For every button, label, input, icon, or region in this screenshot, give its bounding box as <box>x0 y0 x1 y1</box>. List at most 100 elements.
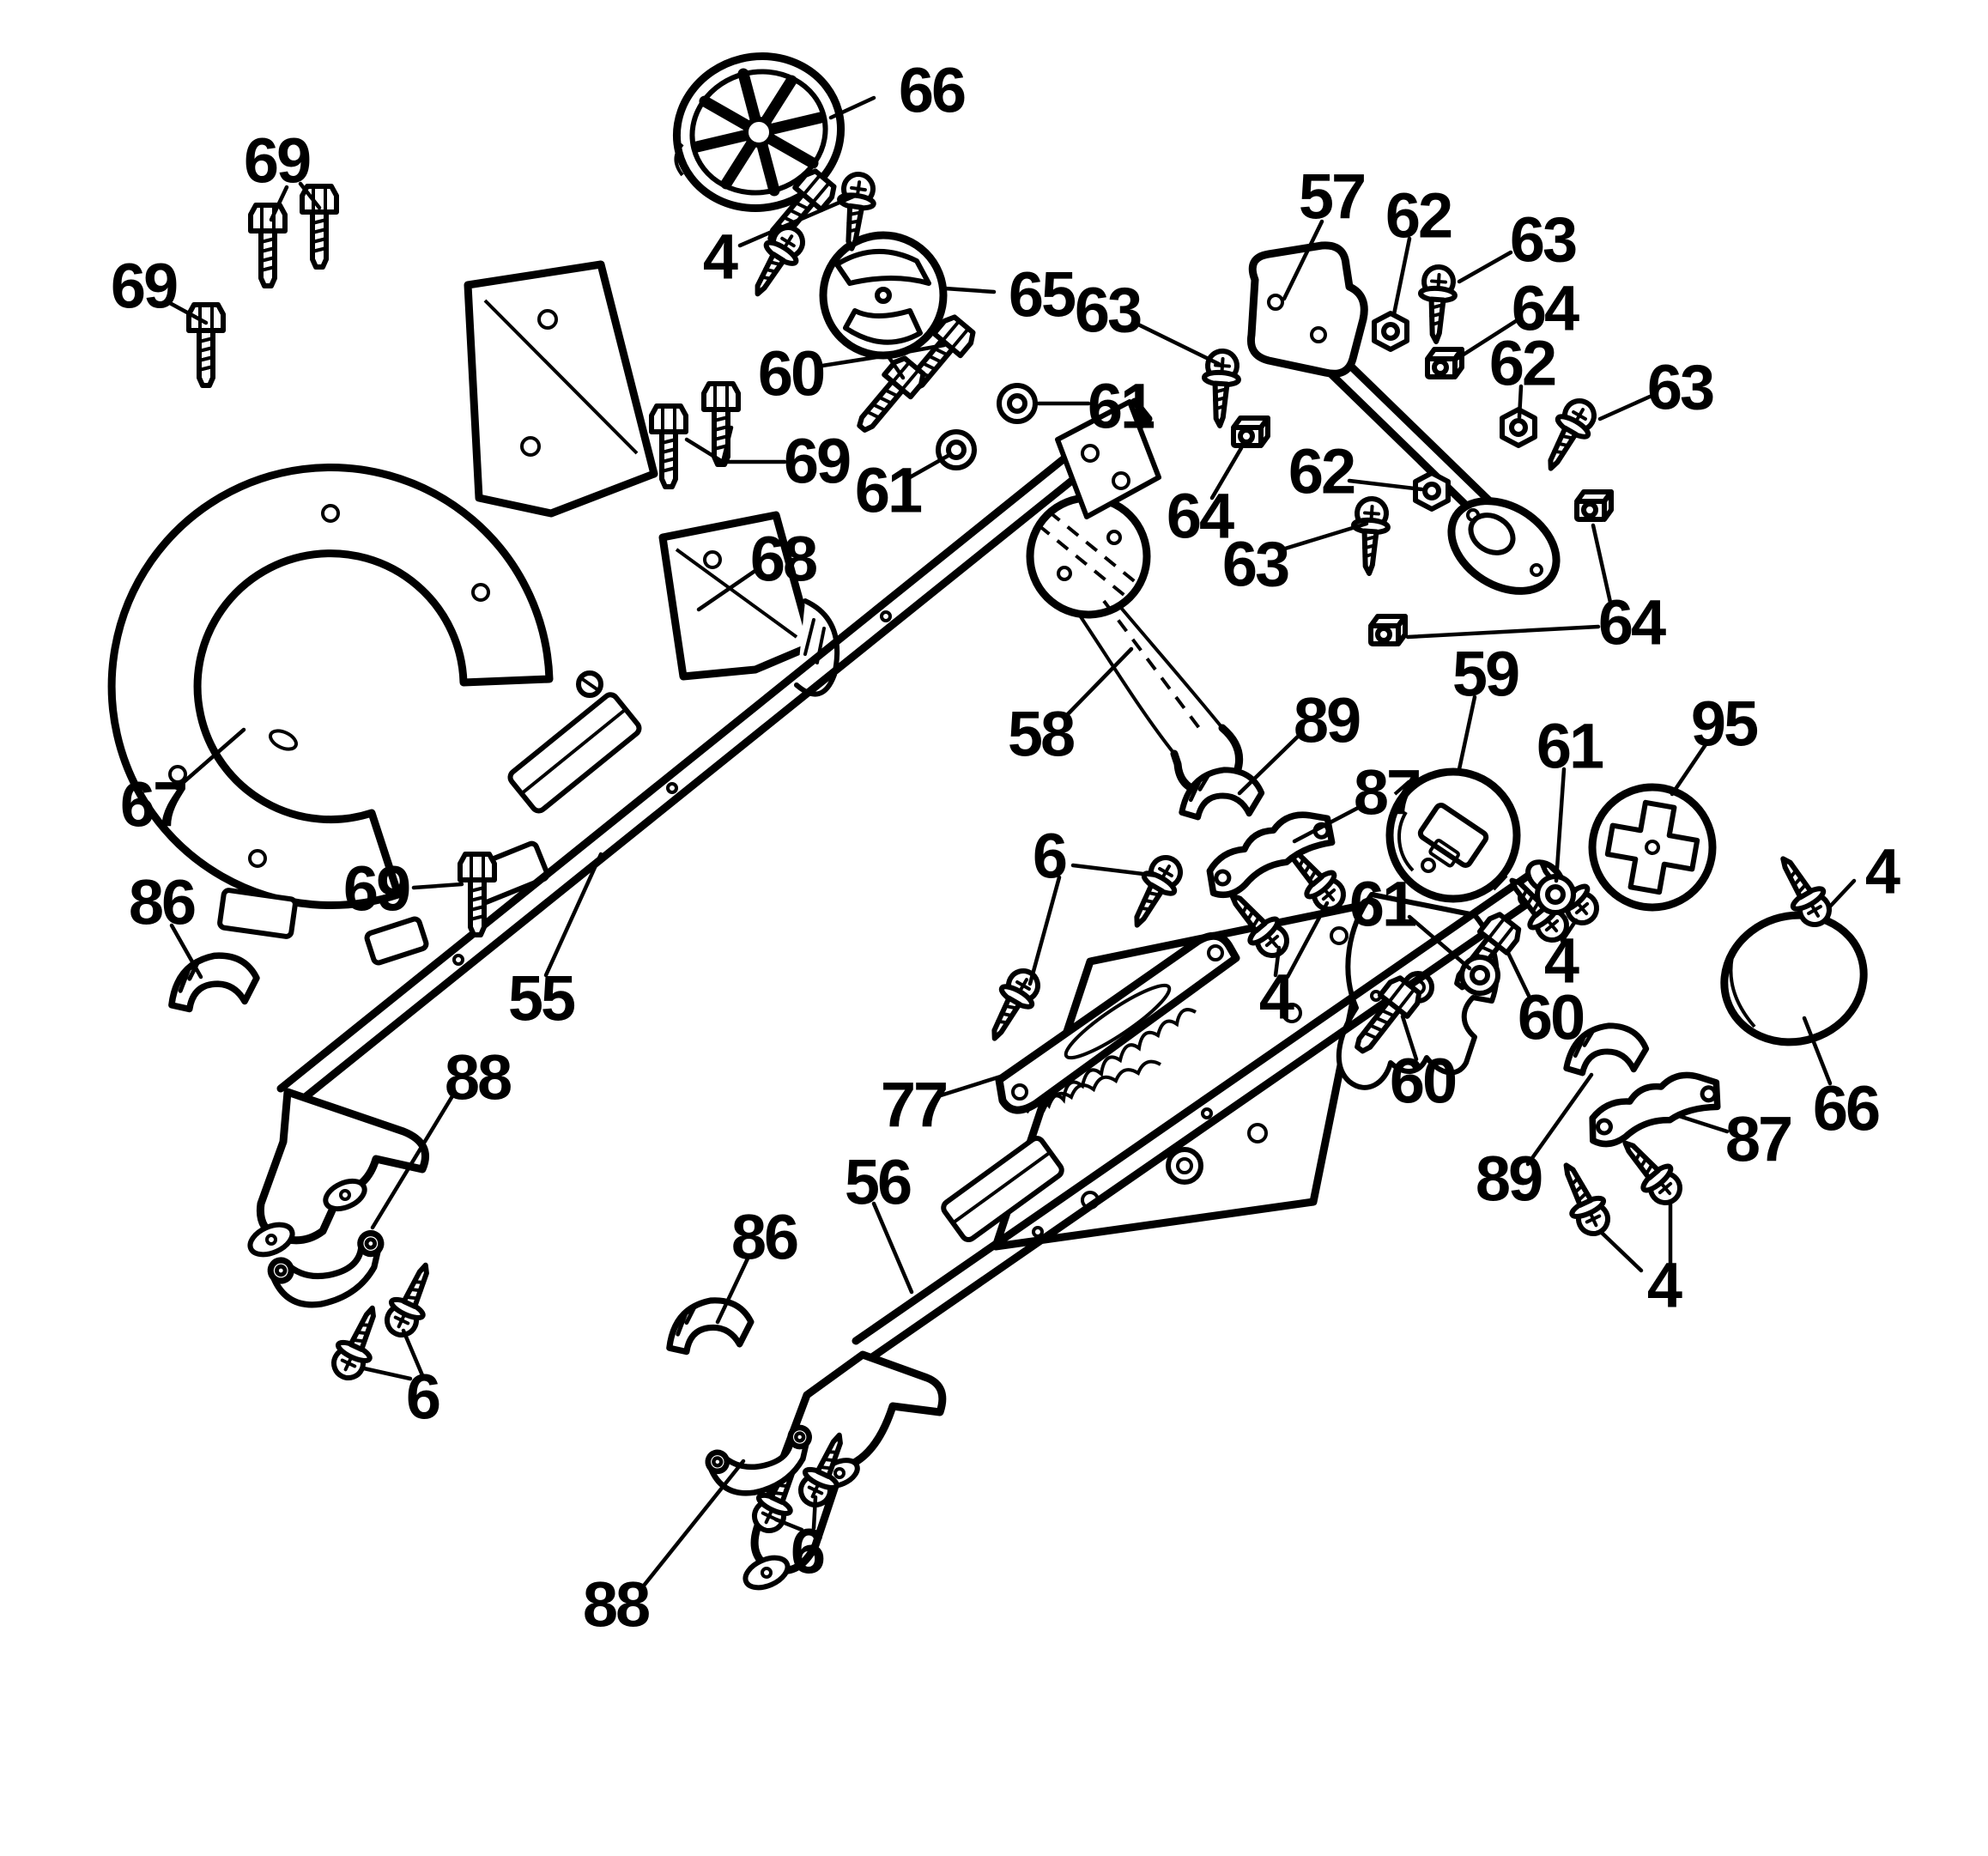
part-number-88: 88 <box>583 1569 649 1641</box>
part-number-64: 64 <box>1512 273 1579 344</box>
leader-line-4 <box>1560 918 1579 943</box>
leader-line-62 <box>1517 384 1524 420</box>
bracket-68 <box>658 511 840 697</box>
part-number-69: 69 <box>244 125 310 197</box>
clamp-bar-87-icon <box>1582 1065 1724 1149</box>
leader-line-89 <box>1525 1072 1594 1167</box>
washer-61-icon <box>999 385 1035 422</box>
screw-63-icon <box>1201 350 1240 428</box>
part-number-87: 87 <box>1725 1104 1791 1175</box>
leader-line-87 <box>1676 1113 1730 1134</box>
part-number-4: 4 <box>1544 925 1579 997</box>
cam-housing-59 <box>1385 767 1521 903</box>
part-number-6: 6 <box>791 1516 824 1587</box>
leader-line-61 <box>1554 767 1567 883</box>
part-number-55: 55 <box>508 963 575 1034</box>
part-number-87: 87 <box>1354 757 1419 828</box>
part-number-61: 61 <box>1349 869 1416 940</box>
leader-line-64 <box>1452 318 1518 363</box>
part-number-62: 62 <box>1489 328 1555 399</box>
part-number-95: 95 <box>1691 688 1758 760</box>
part-number-64: 64 <box>1598 587 1666 658</box>
leader-line-60 <box>820 353 890 368</box>
part-number-67: 67 <box>120 769 185 840</box>
part-number-60: 60 <box>758 338 824 409</box>
leader-line-4 <box>1599 1230 1644 1273</box>
leader-line-6 <box>1027 875 1062 986</box>
part-number-59: 59 <box>1452 639 1518 710</box>
part-number-4: 4 <box>1259 961 1294 1033</box>
wheel-95 <box>1588 783 1717 912</box>
screw-6-icon <box>380 1259 443 1341</box>
part-number-4: 4 <box>1865 836 1900 907</box>
part-number-60: 60 <box>1390 1046 1456 1117</box>
leader-line-4 <box>1285 901 1330 980</box>
wheel-66 <box>672 52 846 212</box>
screw-4-icon <box>1614 1131 1688 1210</box>
part-number-69: 69 <box>343 853 409 925</box>
leader-line-57 <box>1282 219 1324 301</box>
part-number-57: 57 <box>1299 161 1364 233</box>
part-number-61: 61 <box>1536 711 1603 782</box>
leader-line-88 <box>370 1089 458 1230</box>
part-number-69: 69 <box>784 426 850 497</box>
hex-bolt-60-icon <box>849 355 927 440</box>
handle-tube-55 <box>247 397 1161 1258</box>
leader-line-61 <box>1407 914 1472 971</box>
leader-line-6 <box>401 1328 425 1378</box>
part-number-58: 58 <box>1008 699 1074 770</box>
screw-63-icon <box>1350 498 1390 575</box>
part-number-64: 64 <box>1167 481 1234 552</box>
part-number-62: 62 <box>1288 436 1355 507</box>
part-number-62: 62 <box>1385 180 1452 252</box>
clamp-shell-86-icon <box>166 950 260 1011</box>
square-nut-64-icon <box>1427 349 1462 377</box>
part-number-6: 6 <box>1033 821 1066 892</box>
screw-6-icon <box>1121 851 1188 932</box>
part-number-65: 65 <box>1009 259 1076 331</box>
leader-line-64 <box>1591 523 1614 609</box>
cap-66 <box>1720 911 1868 1046</box>
part-number-56: 56 <box>845 1147 911 1218</box>
leader-line-67 <box>174 727 246 791</box>
leader-line-66 <box>828 95 876 120</box>
leader-line-63 <box>1132 320 1221 367</box>
leader-line-61 <box>907 452 952 480</box>
hex-nut-62-icon <box>1374 313 1407 349</box>
part-number-69: 69 <box>111 251 177 322</box>
washer-61-icon <box>938 432 974 468</box>
hex-bolt-69-icon <box>251 205 285 286</box>
part-number-61: 61 <box>855 455 922 526</box>
handle-brace-77 <box>995 931 1240 1114</box>
clamp-shell-86-icon <box>664 1295 754 1354</box>
leader-line-56 <box>871 1201 914 1295</box>
leader-line-62 <box>1347 478 1424 492</box>
part-number-63: 63 <box>1075 275 1141 346</box>
fastener-layer <box>166 168 1837 1537</box>
leader-line-69 <box>298 181 322 210</box>
leader-line-60 <box>885 343 947 358</box>
hex-bolt-69-icon <box>302 186 336 267</box>
part-number-6: 6 <box>406 1362 439 1433</box>
leader-line-69 <box>684 437 725 464</box>
leader-line-60 <box>1400 1014 1419 1062</box>
screw-4-icon <box>742 221 810 302</box>
square-nut-64-icon <box>1233 418 1268 446</box>
part-number-86: 86 <box>129 867 195 938</box>
leader-line-59 <box>1457 694 1477 772</box>
leader-line-65 <box>942 286 997 294</box>
part-number-61: 61 <box>1088 371 1155 442</box>
leader-line-89 <box>1237 731 1304 796</box>
leader-line-58 <box>1062 646 1134 720</box>
leader-line-87 <box>1292 804 1362 844</box>
square-nut-64-icon <box>1577 492 1611 519</box>
leader-line-69 <box>411 882 464 890</box>
part-number-63: 63 <box>1647 352 1713 423</box>
leader-line-60 <box>1505 949 1534 1004</box>
support-bracket <box>464 260 658 518</box>
part-number-66: 66 <box>899 55 965 126</box>
housing-65 <box>819 231 948 360</box>
